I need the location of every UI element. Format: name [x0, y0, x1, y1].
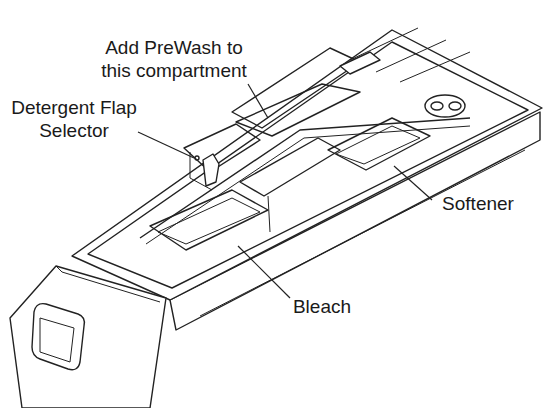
rail [400, 52, 470, 82]
part-label: Detergent Flap Selector [8, 96, 140, 142]
prewash-compartment [236, 84, 360, 136]
tray-rim [72, 30, 542, 300]
bleach-compartment [150, 190, 268, 250]
compartment-wall [268, 196, 270, 232]
handle-recess [32, 304, 84, 370]
softener-compartment [328, 118, 430, 170]
compartment [240, 138, 340, 196]
divider [140, 118, 470, 238]
leader-line [248, 84, 268, 118]
detergent-compartment [184, 124, 260, 172]
rail [350, 28, 418, 60]
part-label: Add PreWash to this compartment [88, 36, 260, 82]
leader-line [138, 132, 194, 158]
siphon-cap [425, 95, 465, 117]
leader-line [394, 166, 432, 200]
latch [340, 52, 380, 74]
front-panel-edge [56, 266, 160, 302]
siphon-hole [431, 102, 443, 110]
softener-inner [336, 126, 420, 164]
flap-pivot [195, 156, 199, 160]
part-label: Bleach [280, 295, 364, 318]
handle-inner [40, 318, 74, 362]
siphon-hole [449, 102, 461, 110]
flap-selector [203, 154, 219, 186]
bleach-inner [158, 198, 260, 244]
leader-line [238, 246, 290, 298]
front-panel [10, 266, 166, 408]
part-label: Softener [430, 192, 526, 215]
